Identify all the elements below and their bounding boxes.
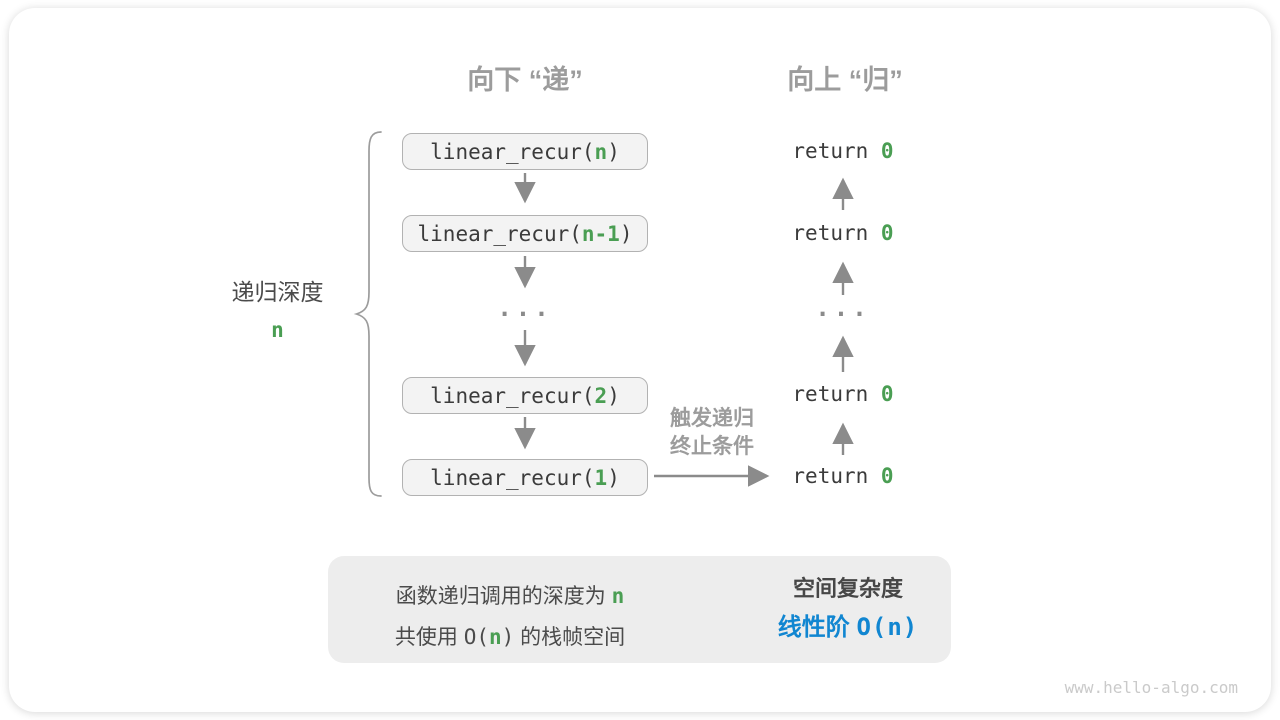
return-value: 0 — [880, 221, 894, 245]
recursion-depth-text: 递归深度 — [231, 279, 324, 305]
header-upward-return: 向上 “归” — [787, 65, 903, 95]
summary-panel — [328, 556, 951, 663]
return-statement-2: return 0 — [780, 219, 906, 247]
return-keyword: return — [792, 464, 881, 488]
summary-line2-post: 的栈帧空间 — [514, 626, 626, 649]
recursion-depth-label: 递归深度 n — [200, 277, 355, 345]
base-case-label: 触发递归 终止条件 — [650, 405, 774, 461]
big-o-open: O( — [463, 625, 489, 649]
base-case-line2: 终止条件 — [670, 435, 754, 458]
return-value: 0 — [880, 464, 894, 488]
call-arg: 2 — [594, 383, 608, 408]
return-statement-3: return 0 — [780, 380, 906, 408]
base-case-line1: 触发递归 — [670, 407, 754, 430]
call-fn-name: linear_recur( — [430, 383, 595, 408]
complexity-big-o: O(n) — [856, 613, 919, 641]
return-ellipsis: ... — [815, 294, 871, 322]
summary-line1-variable: n — [611, 584, 625, 608]
return-statement-1: return 0 — [780, 137, 906, 165]
recursion-depth-variable: n — [271, 318, 284, 342]
big-o-close: ) — [501, 625, 515, 649]
call-paren: ) — [607, 139, 620, 164]
summary-line1-text: 函数递归调用的深度为 — [395, 585, 612, 608]
summary-line1: 函数递归调用的深度为 n — [345, 576, 675, 617]
return-value: 0 — [880, 139, 894, 163]
call-arg: 1 — [594, 465, 608, 490]
call-fn-name: linear_recur( — [430, 139, 595, 164]
call-stack-ellipsis: ... — [497, 294, 553, 322]
return-value: 0 — [880, 382, 894, 406]
call-fn-name: linear_recur( — [430, 465, 595, 490]
call-paren: ) — [607, 465, 620, 490]
summary-line2-variable: n — [488, 625, 502, 649]
summary-line2: 共使用 O(n) 的栈帧空间 — [345, 617, 675, 658]
space-complexity-value: 线性阶 O(n) — [758, 612, 938, 643]
summary-explanation: 函数递归调用的深度为 n 共使用 O(n) 的栈帧空间 — [345, 576, 675, 658]
call-box-n: linear_recur(n) — [402, 133, 648, 170]
call-paren: ) — [607, 383, 620, 408]
watermark: www.hello-algo.com — [1064, 678, 1238, 697]
space-complexity-title: 空间复杂度 — [792, 576, 903, 601]
call-box-1: linear_recur(1) — [402, 459, 648, 496]
return-keyword: return — [792, 139, 881, 163]
complexity-class-label: 线性阶 — [777, 614, 857, 641]
call-fn-name: linear_recur( — [417, 221, 582, 246]
return-keyword: return — [792, 221, 881, 245]
return-statement-4: return 0 — [780, 462, 906, 490]
call-box-2: linear_recur(2) — [402, 377, 648, 414]
summary-result: 空间复杂度 线性阶 O(n) — [758, 574, 938, 643]
call-arg: n-1 — [581, 221, 620, 246]
call-paren: ) — [619, 221, 633, 246]
call-box-n-1: linear_recur(n-1) — [402, 215, 648, 252]
summary-line2-pre: 共使用 — [394, 626, 464, 649]
return-keyword: return — [792, 382, 881, 406]
call-arg: n — [594, 139, 608, 164]
header-downward-recursion: 向下 “递” — [467, 65, 583, 95]
